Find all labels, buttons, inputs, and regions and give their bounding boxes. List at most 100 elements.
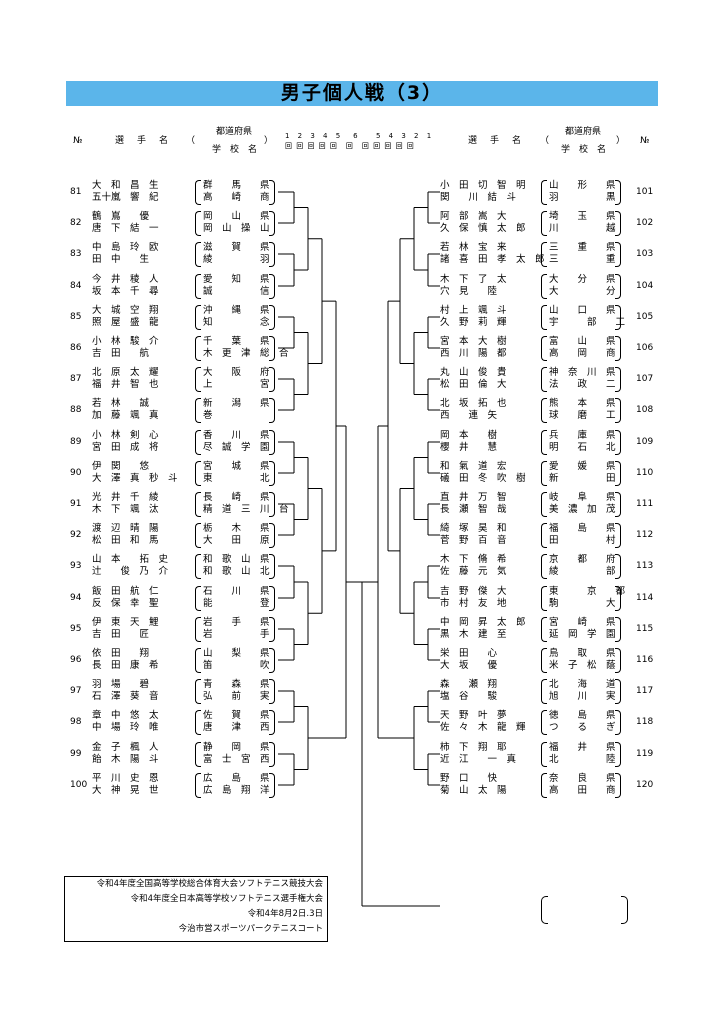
player-name: 松 田 和 馬 bbox=[92, 535, 159, 546]
school-name: 川 越 bbox=[549, 223, 616, 234]
entry-number: 87 bbox=[70, 374, 82, 384]
paren-close bbox=[269, 648, 275, 673]
prefecture: 栃 木 県 bbox=[203, 523, 270, 534]
school-affiliation: 富 山 県高 岡 商 bbox=[541, 335, 621, 361]
paren-open bbox=[195, 461, 201, 486]
school-name: 延 岡 学 園 bbox=[549, 629, 616, 640]
entry-number: 94 bbox=[70, 593, 82, 603]
paren-close bbox=[269, 523, 275, 548]
school-affiliation: 宮 城 県東 北 bbox=[195, 460, 275, 486]
school-affiliation: 群 馬 県高 崎 商 bbox=[195, 179, 275, 205]
paren-open bbox=[195, 211, 201, 236]
player-name: 飯 田 航 仁 bbox=[92, 586, 159, 597]
player-name: 村 上 颯 斗 bbox=[440, 305, 507, 316]
school-name: 上 宮 bbox=[203, 379, 270, 390]
player-names: 依 田 翔長 田 康 希 bbox=[92, 648, 159, 672]
school-name: 岡 山 操 山 bbox=[203, 223, 270, 234]
player-names: 大 城 空 翔照 屋 盛 龍 bbox=[92, 305, 159, 329]
school-affiliation: 岐 阜 県美 濃 加 茂 bbox=[541, 491, 621, 517]
prefecture: 熊 本 県 bbox=[549, 398, 616, 409]
paren-open bbox=[541, 523, 547, 548]
player-names: 和 氣 道 宏礒 田 冬 吹 樹 bbox=[440, 461, 526, 485]
school-name: 尽 誠 学 園 bbox=[203, 442, 270, 453]
school-name: 岩 手 bbox=[203, 629, 270, 640]
paren-open bbox=[541, 679, 547, 704]
paren-close bbox=[615, 586, 621, 611]
header-paren-close-left: ） bbox=[264, 136, 274, 146]
prefecture: 青 森 県 bbox=[203, 679, 270, 690]
entry-number: 101 bbox=[636, 187, 654, 197]
school-name: 誠 信 bbox=[203, 286, 270, 297]
paren-close bbox=[615, 617, 621, 642]
entry-number: 107 bbox=[636, 374, 654, 384]
winner-paren-close bbox=[621, 896, 628, 924]
school-affiliation: 熊 本 県球 磨 工 bbox=[541, 397, 621, 423]
event-venue: 今治市営スポーツパークテニスコート bbox=[178, 924, 323, 934]
school-affiliation: 京 都 府綾 部 bbox=[541, 553, 621, 579]
paren-open bbox=[195, 710, 201, 735]
entry-number: 117 bbox=[636, 686, 654, 696]
school-affiliation: 山 梨 県笛 吹 bbox=[195, 647, 275, 673]
paren-open bbox=[541, 211, 547, 236]
entry-number: 84 bbox=[70, 281, 82, 291]
paren-close bbox=[615, 398, 621, 423]
player-names: 北 坂 拓 也西 連 矢 bbox=[440, 398, 507, 422]
header-paren-open-left: （ bbox=[186, 136, 196, 146]
entry-number: 114 bbox=[636, 593, 654, 603]
entry-number: 91 bbox=[70, 499, 82, 509]
header-no-right: № bbox=[640, 136, 650, 146]
paren-close bbox=[269, 211, 275, 236]
school-name: 笛 吹 bbox=[203, 660, 270, 671]
prefecture: 愛 知 県 bbox=[203, 274, 270, 285]
paren-close bbox=[269, 554, 275, 579]
player-name: 北 原 太 耀 bbox=[92, 367, 159, 378]
school-affiliation: 佐 賀 県唐 津 西 bbox=[195, 709, 275, 735]
paren-open bbox=[541, 305, 547, 330]
player-name: 久 保 慎 太 郎 bbox=[440, 223, 526, 234]
entry-number: 96 bbox=[70, 655, 82, 665]
school-affiliation: 福 島 県田 村 bbox=[541, 522, 621, 548]
player-names: 山 本 拓 史辻 俊 乃 介 bbox=[92, 554, 168, 578]
player-name: 森 瀬 翔 bbox=[440, 679, 498, 690]
prefecture: 愛 媛 県 bbox=[549, 461, 616, 472]
player-names: 木 下 脩 希佐 藤 元 気 bbox=[440, 554, 507, 578]
player-name: 長 田 康 希 bbox=[92, 660, 159, 671]
school-affiliation: 香 川 県尽 誠 学 園 bbox=[195, 429, 275, 455]
player-names: 大 和 昌 生五十嵐 響 紀 bbox=[92, 180, 159, 204]
paren-close bbox=[615, 710, 621, 735]
school-affiliation: 三 重 県三 重 bbox=[541, 241, 621, 267]
player-name: 穴 見 陸 bbox=[440, 286, 498, 297]
prefecture: 鳥 取 県 bbox=[549, 648, 616, 659]
paren-open bbox=[541, 336, 547, 361]
school-affiliation: 和 歌 山 県和 歌 山 北 bbox=[195, 553, 275, 579]
prefecture: 福 島 県 bbox=[549, 523, 616, 534]
header-round-units: 回 回 回 回 回 回 回 回 回 回 回 bbox=[285, 142, 415, 150]
paren-open bbox=[541, 461, 547, 486]
prefecture: 埼 玉 県 bbox=[549, 211, 616, 222]
prefecture: 群 馬 県 bbox=[203, 180, 270, 191]
player-name: 木 下 脩 希 bbox=[440, 554, 507, 565]
paren-close bbox=[269, 305, 275, 330]
player-names: 阿 部 嵩 大久 保 慎 太 郎 bbox=[440, 211, 526, 235]
school-affiliation: 大 分 県大 分 bbox=[541, 273, 621, 299]
header-paren-open-right: （ bbox=[540, 136, 550, 146]
player-name: 吉 田 航 bbox=[92, 348, 150, 359]
player-names: 柿 下 翔 耶近 江 一 真 bbox=[440, 742, 516, 766]
prefecture: 奈 良 県 bbox=[549, 773, 616, 784]
school-name: 北 陸 bbox=[549, 754, 616, 765]
school-affiliation: 沖 縄 県知 念 bbox=[195, 304, 275, 330]
player-name: 辻 俊 乃 介 bbox=[92, 566, 169, 577]
paren-open bbox=[541, 430, 547, 455]
player-name: 山 本 拓 史 bbox=[92, 554, 169, 565]
